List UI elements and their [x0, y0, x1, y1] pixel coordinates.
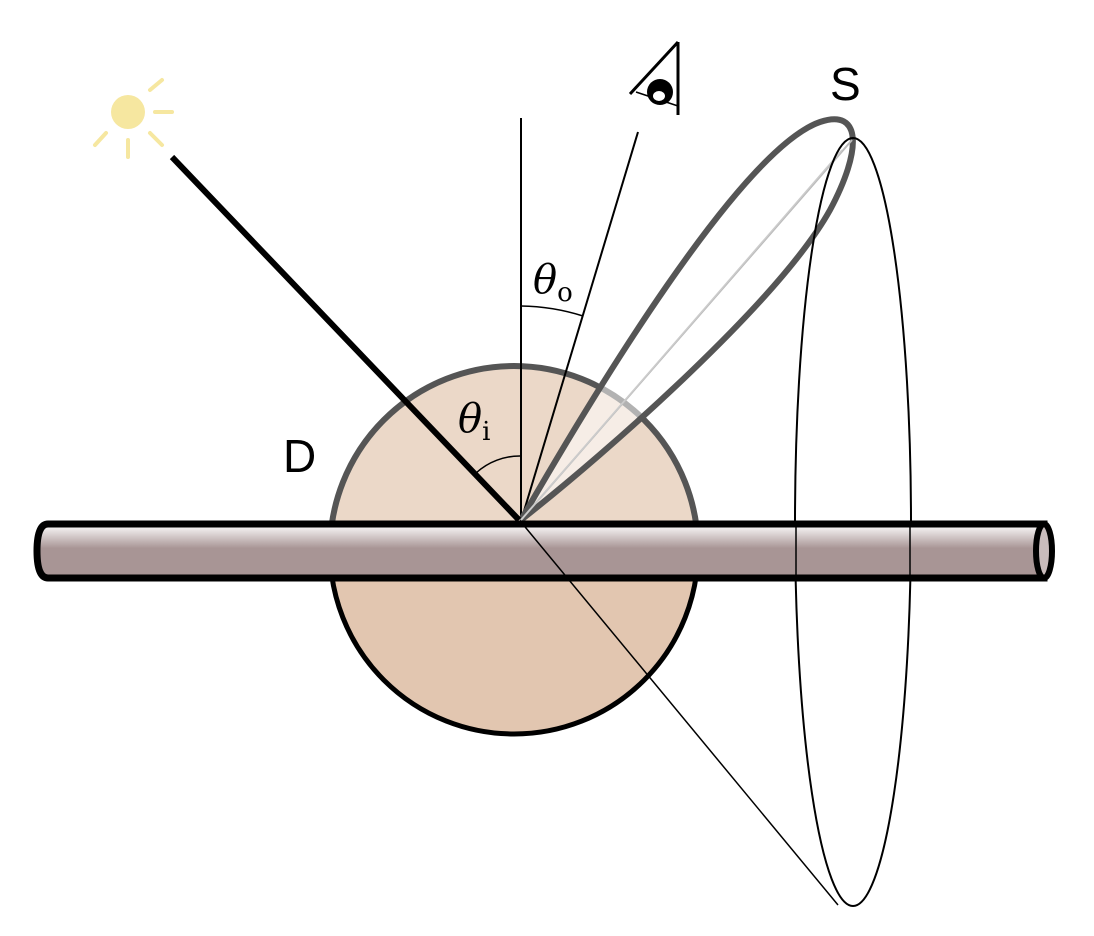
view-direction-line — [520, 131, 639, 522]
specular-lobe — [518, 116, 856, 523]
label-diffuse: D — [283, 430, 316, 482]
lobe-axis-line-2 — [520, 149, 843, 521]
cylinder — [33, 520, 1055, 582]
label-theta-o: θo — [533, 257, 573, 308]
theta-o-arc — [520, 305, 584, 317]
incident-ray — [169, 154, 522, 523]
label-theta-i: θi — [458, 396, 490, 447]
sun-icon — [93, 78, 174, 159]
cone-edge-line — [520, 521, 839, 906]
diffuse-disc-lower — [329, 575, 699, 737]
eye-icon — [628, 40, 680, 115]
label-specular: S — [830, 58, 861, 110]
theta-i-arc — [475, 455, 522, 474]
